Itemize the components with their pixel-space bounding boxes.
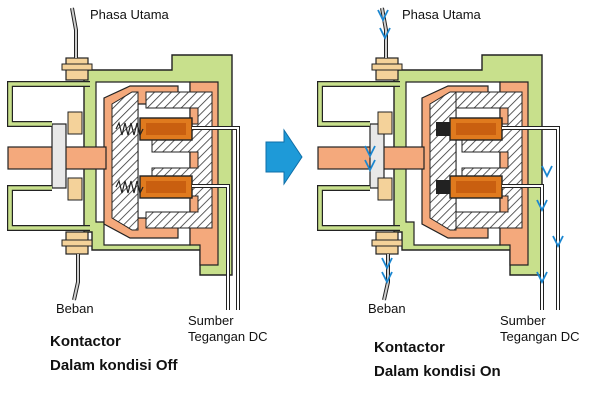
fixed-contact-upper: [377, 111, 393, 135]
label-phase-right: Phasa Utama: [402, 7, 481, 22]
fixed-contact-upper: [67, 111, 83, 135]
caption-left-2: Dalam kondisi Off: [50, 357, 178, 374]
label-load-right: Beban: [368, 301, 406, 316]
contact-bridge: [51, 123, 67, 189]
contactor-on: [317, 7, 564, 310]
moving-core: [429, 91, 457, 231]
moving-core: [111, 91, 139, 231]
current-arrow-contact-2: [364, 159, 376, 173]
label-source-left-1: Sumber: [188, 313, 234, 328]
spring-upper: [115, 121, 144, 137]
fixed-contact-lower: [67, 177, 83, 201]
label-source-right-2: Tegangan DC: [500, 329, 580, 344]
current-arrow-phase-1: [377, 9, 389, 23]
current-arrow-dc-4: [536, 271, 548, 285]
label-source-right-1: Sumber: [500, 313, 546, 328]
current-arrow-load-1: [381, 257, 393, 271]
current-flow-arrows: [364, 9, 564, 285]
current-arrow-load-2: [381, 271, 393, 285]
transition-arrow: [265, 128, 303, 186]
spring-lower: [115, 179, 144, 195]
label-source-left-2: Tegangan DC: [188, 329, 268, 344]
fixed-contact-lower: [377, 177, 393, 201]
caption-right-2: Dalam kondisi On: [374, 363, 501, 380]
label-load-left: Beban: [56, 301, 94, 316]
current-arrow-dc-3: [536, 199, 548, 213]
spring-upper: [436, 122, 450, 136]
spring-lower: [436, 180, 450, 194]
current-arrow-dc-2: [552, 235, 564, 249]
caption-right-1: Kontactor: [374, 339, 445, 356]
contactor-off: [7, 7, 240, 310]
caption-left-1: Kontactor: [50, 333, 121, 350]
current-arrow-phase-2: [379, 27, 391, 41]
label-phase-left: Phasa Utama: [90, 7, 169, 22]
current-arrow-contact: [364, 145, 376, 159]
current-arrow-dc-1: [541, 165, 553, 179]
